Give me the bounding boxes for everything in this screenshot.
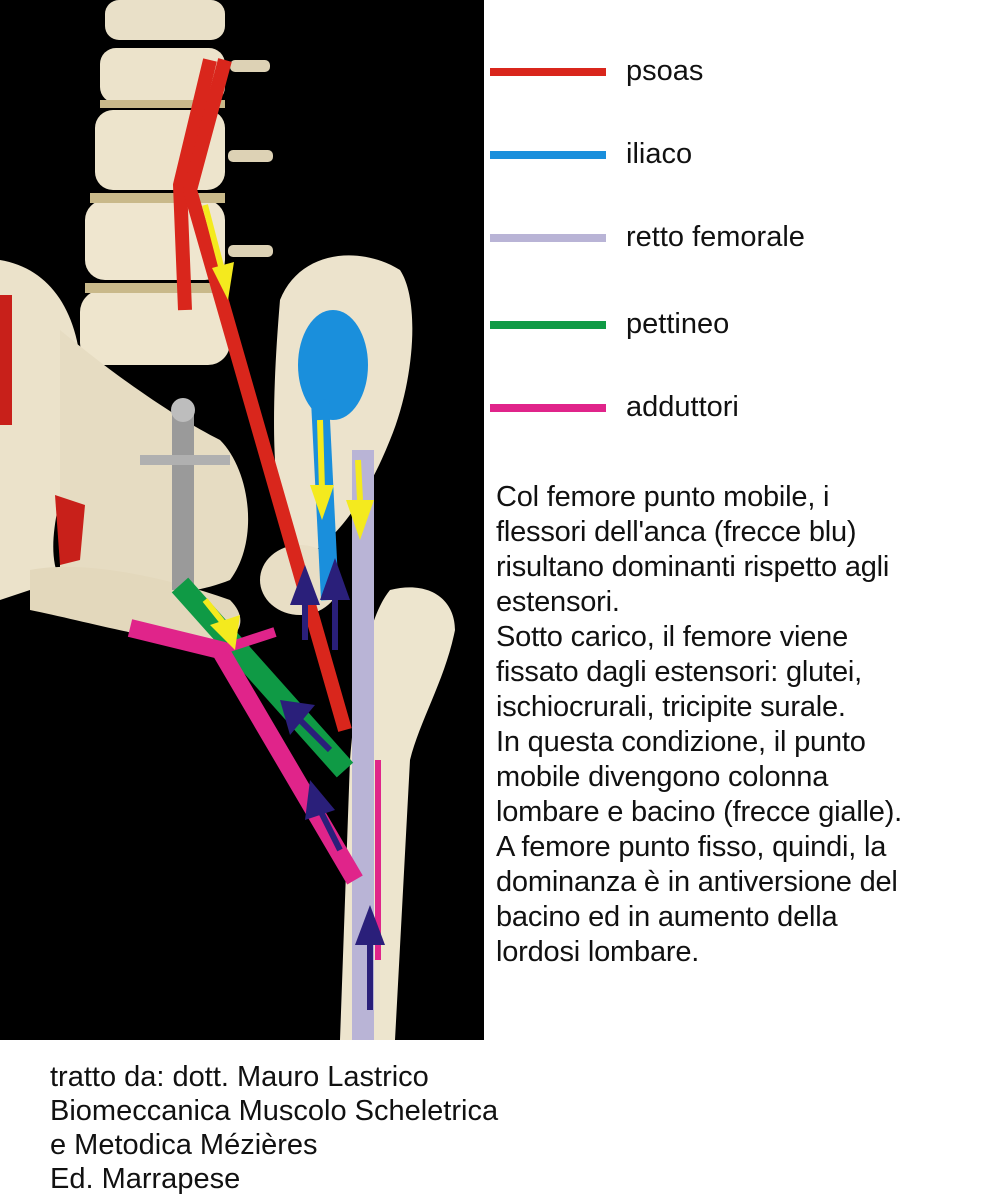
description-line: Sotto carico, il femore viene — [496, 621, 849, 653]
legend-swatch-retto-femorale — [490, 234, 606, 242]
description-line: In questa condizione, il punto — [496, 726, 866, 758]
legend-item-psoas: psoas — [490, 52, 990, 92]
credit-line: tratto da: dott. Mauro Lastrico — [50, 1061, 429, 1093]
description-line: lordosi lombare. — [496, 936, 700, 968]
description-line: risultano dominanti rispetto agli — [496, 551, 890, 583]
anatomy-illustration — [0, 0, 455, 1040]
legend-item-iliaco: iliaco — [490, 135, 990, 175]
psoas-muscle — [172, 58, 352, 732]
legend-label-adduttori: adduttori — [626, 391, 739, 423]
credit-line: e Metodica Mézières — [50, 1129, 318, 1161]
legend-label-retto-femorale: retto femorale — [626, 221, 805, 253]
red-paint-marks — [0, 295, 85, 565]
steel-rod — [140, 398, 230, 590]
navy-arrows — [280, 558, 385, 1010]
description-text: Col femore punto mobile, i flessori dell… — [496, 480, 1000, 970]
description-line: Col femore punto mobile, i — [496, 481, 830, 513]
description-line: ischiocrurali, tricipite surale. — [496, 691, 846, 723]
legend-swatch-adduttori — [490, 404, 606, 412]
legend-swatch-psoas — [490, 68, 606, 76]
legend-swatch-pettineo — [490, 321, 606, 329]
description-line: mobile divengono colonna — [496, 761, 829, 793]
description-line: bacino ed in aumento della — [496, 901, 838, 933]
yellow-arrows — [202, 204, 374, 650]
legend-swatch-iliaco — [490, 151, 606, 159]
description-line: flessori dell'anca (frecce blu) — [496, 516, 857, 548]
legend-item-retto-femorale: retto femorale — [490, 218, 990, 258]
source-credit: tratto da: dott. Mauro Lastrico Biomecca… — [50, 1060, 750, 1196]
legend-item-adduttori: adduttori — [490, 388, 990, 428]
description-line: lombare e bacino (frecce gialle). — [496, 796, 903, 828]
description-line: fissato dagli estensori: glutei, — [496, 656, 862, 688]
skeleton-photo — [0, 0, 484, 1040]
description-line: estensori. — [496, 586, 620, 618]
retto-femorale-muscle — [352, 450, 374, 1040]
description-line: dominanza è in antiversione del — [496, 866, 898, 898]
legend-label-iliaco: iliaco — [626, 138, 693, 170]
legend-item-pettineo: pettineo — [490, 305, 990, 345]
credit-line: Ed. Marrapese — [50, 1163, 241, 1195]
credit-line: Biomeccanica Muscolo Scheletrica — [50, 1095, 499, 1127]
description-line: A femore punto fisso, quindi, la — [496, 831, 887, 863]
legend-label-psoas: psoas — [626, 55, 704, 87]
legend-label-pettineo: pettineo — [626, 308, 730, 340]
